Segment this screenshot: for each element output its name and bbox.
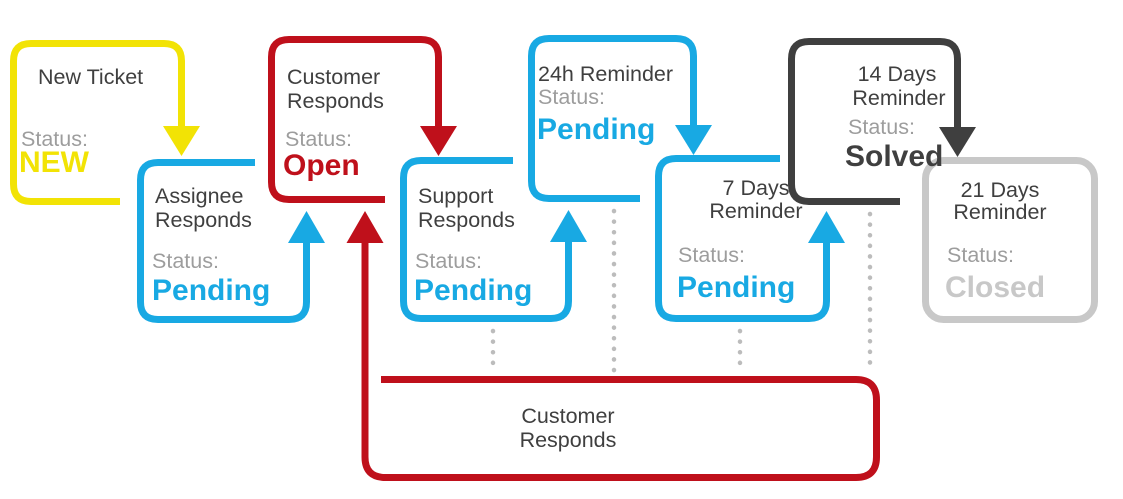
node-7days-outline bbox=[655, 155, 830, 322]
customer-title-line2: Responds bbox=[287, 89, 384, 113]
support-title-line1: Support bbox=[418, 184, 493, 208]
reminder21d-status-value: Closed bbox=[945, 271, 1045, 304]
customer-status-value: Open bbox=[283, 149, 360, 182]
loop-label-line2: Responds bbox=[520, 428, 617, 452]
assignee-title-line2: Responds bbox=[155, 208, 252, 232]
customer-title-line1: Customer bbox=[287, 65, 380, 89]
reminder14d-title-line2: Reminder bbox=[852, 86, 945, 110]
support-title-line2: Responds bbox=[418, 208, 515, 232]
reminder21d-title-line2: Reminder bbox=[953, 200, 1046, 224]
reminder14d-status-label: Status: bbox=[848, 115, 915, 139]
reminder7d-status-value: Pending bbox=[677, 271, 795, 304]
arrow-customer-to-support bbox=[420, 126, 457, 156]
loop-label-line1: Customer bbox=[521, 404, 614, 428]
reminder24h-title: 24h Reminder bbox=[538, 62, 673, 86]
assignee-status-label: Status: bbox=[152, 249, 219, 273]
reminder7d-title-line2: Reminder bbox=[709, 199, 802, 223]
node-new-ticket-outline bbox=[10, 40, 185, 205]
arrow-24h-to-7days bbox=[675, 125, 712, 155]
reminder21d-status-label: Status: bbox=[947, 243, 1014, 267]
arrow-new-ticket-to-assignee bbox=[163, 126, 200, 156]
assignee-title-line1: Assignee bbox=[155, 184, 243, 208]
reminder14d-title-line1: 14 Days bbox=[858, 62, 937, 86]
node-support-outline bbox=[400, 157, 572, 322]
arrow-7days-to-14days bbox=[808, 211, 845, 243]
reminder14d-status-value: Solved bbox=[845, 140, 943, 173]
reminder24h-status-value: Pending bbox=[537, 113, 655, 146]
assignee-status-value: Pending bbox=[152, 274, 270, 307]
arrow-loop-to-customer bbox=[346, 211, 384, 243]
node-14days-outline bbox=[788, 38, 961, 205]
arrow-support-to-24h bbox=[550, 210, 587, 242]
node-customer-outline bbox=[268, 36, 442, 203]
node-assignee-outline bbox=[137, 159, 310, 323]
reminder24h-status-label: Status: bbox=[538, 85, 605, 109]
arrow-14days-to-21days bbox=[939, 127, 976, 157]
node-24h-outline bbox=[528, 35, 697, 202]
support-status-label: Status: bbox=[415, 249, 482, 273]
reminder7d-title-line1: 7 Days bbox=[723, 176, 790, 200]
new-ticket-status-value: NEW bbox=[19, 146, 90, 179]
customer-status-label: Status: bbox=[285, 127, 352, 151]
reminder21d-title-line1: 21 Days bbox=[961, 178, 1040, 202]
new-ticket-status-label: Status: bbox=[21, 127, 88, 151]
arrow-assignee-to-customer bbox=[288, 211, 325, 243]
node-21days-outline bbox=[922, 157, 1098, 323]
reminder7d-status-label: Status: bbox=[678, 243, 745, 267]
loop-customer-responds-outline bbox=[361, 243, 880, 481]
new-ticket-title: New Ticket bbox=[38, 65, 143, 89]
support-status-value: Pending bbox=[414, 274, 532, 307]
